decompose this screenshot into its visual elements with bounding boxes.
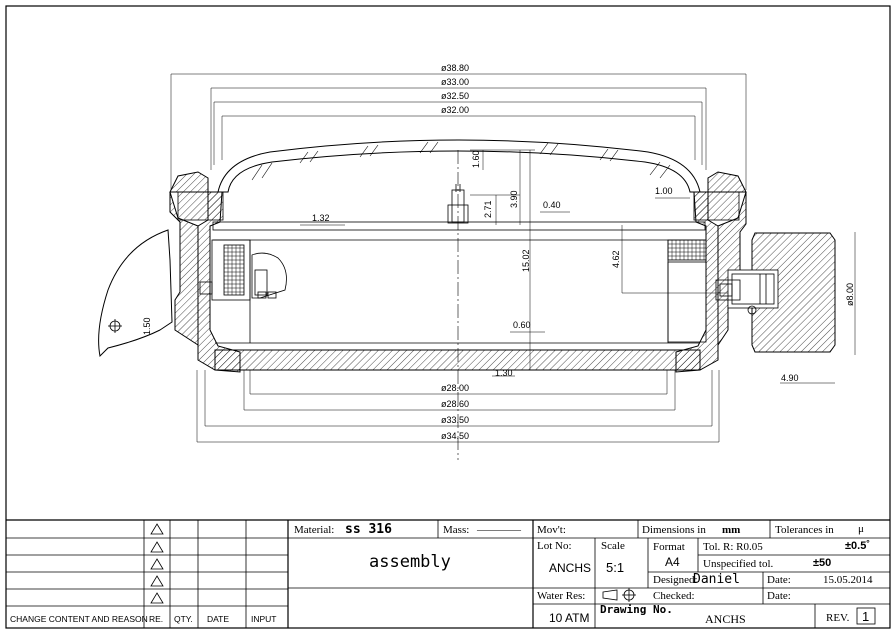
- dim-label: 4.90: [781, 373, 799, 383]
- dim-label: 3.90: [509, 190, 519, 208]
- date2-label: Date:: [767, 590, 791, 602]
- dim-label: ø32.00: [441, 105, 470, 115]
- rev-value: 1: [862, 609, 870, 624]
- dim-label: ø28.60: [441, 399, 470, 409]
- dim-label: 1.60: [471, 150, 481, 168]
- part-name: assembly: [369, 552, 451, 572]
- sheet-frame: [5, 5, 891, 629]
- designed-value: Daniel: [693, 572, 740, 587]
- mass-label: Mass:: [443, 524, 470, 536]
- checked-label: Checked:: [653, 590, 695, 602]
- date-label: Date:: [767, 574, 791, 586]
- material-value: ss 316: [345, 522, 392, 537]
- dimensions-label: Dimensions in: [642, 524, 706, 536]
- qty-header: QTY.: [174, 614, 193, 624]
- input-header: INPUT: [251, 614, 277, 624]
- format-label: Format: [653, 541, 685, 553]
- lot-label: Lot No:: [537, 540, 572, 552]
- tol-r-value: ±0.5˚: [845, 540, 870, 552]
- projection-symbol-icon: [602, 588, 636, 602]
- dim-label: 1.00: [655, 186, 673, 196]
- tolerances-label: Tolerances in: [775, 524, 834, 536]
- format-value: A4: [665, 555, 680, 569]
- revision-triangle-icons: [150, 523, 164, 604]
- dim-label: 1.50: [142, 317, 152, 335]
- rev-label: REV.: [826, 612, 850, 624]
- unspecified-tol-label: Unspecified tol.: [703, 558, 774, 570]
- dim-label: ø32.50: [441, 91, 470, 101]
- tol-r-label: Tol. R: R0.05: [703, 541, 763, 553]
- dim-label: 15.02: [521, 249, 531, 272]
- dim-label: ø33.50: [441, 415, 470, 425]
- water-res-label: Water Res:: [537, 590, 586, 602]
- change-content-header: CHANGE CONTENT AND REASON: [10, 614, 148, 624]
- dim-label: 4.62: [611, 250, 621, 268]
- date-header: DATE: [207, 614, 230, 624]
- dim-label: ø28.00: [441, 383, 470, 393]
- dim-label: 1.30: [495, 368, 513, 378]
- mass-value: ————: [477, 524, 521, 536]
- date-value: 15.05.2014: [823, 574, 873, 586]
- dimensions-unit: mm: [722, 524, 741, 536]
- tolerances-unit: μ: [858, 523, 864, 535]
- movt-label: Mov't:: [537, 524, 566, 536]
- drawing-no-label: Drawing No.: [600, 603, 673, 616]
- re-header: RE.: [149, 614, 164, 624]
- dim-label: 2.71: [483, 200, 493, 218]
- water-res-value: 10 ATM: [549, 611, 590, 625]
- title-block-grid: [6, 519, 890, 628]
- material-label: Material:: [294, 524, 335, 536]
- dim-label: ø34.50: [441, 431, 470, 441]
- unspecified-tol-value: ±50: [813, 557, 832, 569]
- assembly-section-view: [98, 73, 856, 460]
- dim-label: ø38.80: [441, 63, 470, 73]
- dim-label: ø8.00: [845, 282, 855, 306]
- dim-label: 0.40: [543, 200, 561, 210]
- dim-label: 1.32: [312, 213, 330, 223]
- designed-label: Designed:: [653, 574, 698, 586]
- dim-label: 0.60: [513, 320, 531, 330]
- scale-value: 5:1: [606, 560, 625, 575]
- dim-label: ø33.00: [441, 77, 470, 87]
- drawing-no-value: ANCHS: [705, 612, 746, 626]
- scale-label: Scale: [601, 540, 625, 552]
- lot-value: ANCHS: [549, 561, 592, 575]
